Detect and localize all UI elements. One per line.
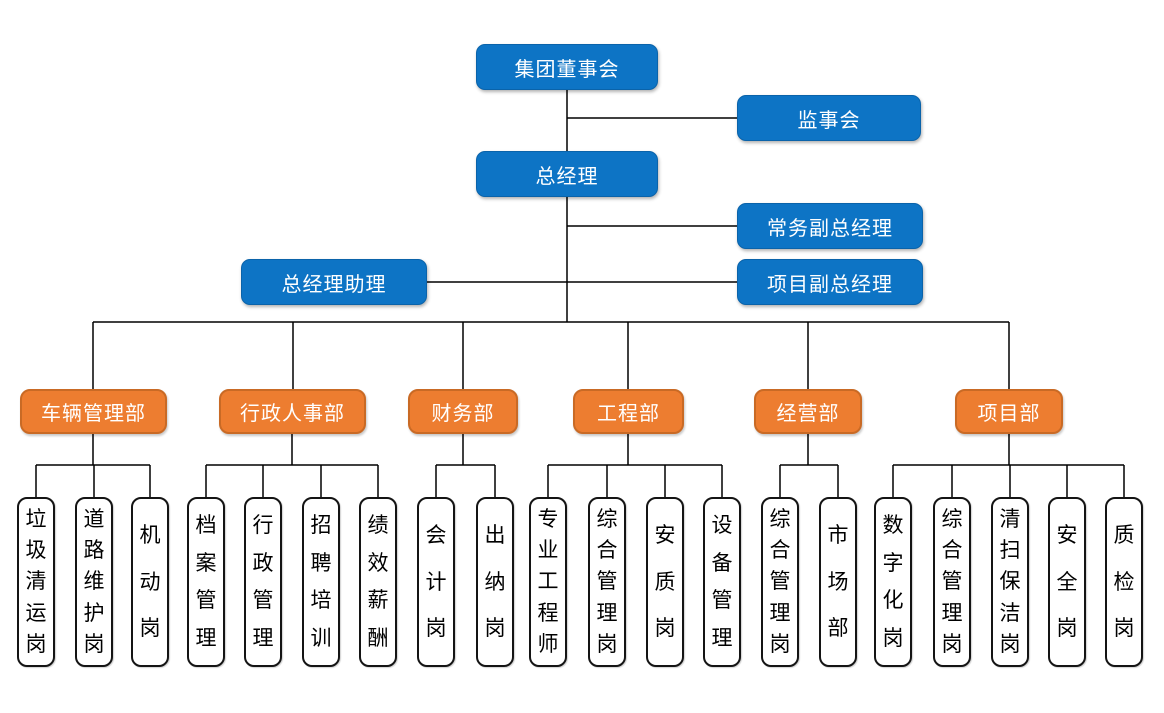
node-dept-operations: 经营部 bbox=[754, 389, 862, 434]
position-node: 安全岗 bbox=[1048, 497, 1086, 667]
position-label: 道路维护岗 bbox=[83, 508, 105, 656]
position-node: 质检岗 bbox=[1105, 497, 1143, 667]
position-label: 专业工程师 bbox=[537, 508, 559, 656]
node-general-manager: 总经理 bbox=[476, 151, 658, 197]
node-executive-deputy-gm: 常务副总经理 bbox=[737, 203, 923, 249]
position-label: 绩效薪酬 bbox=[367, 514, 389, 650]
position-node: 市场部 bbox=[819, 497, 857, 667]
position-label: 机动岗 bbox=[139, 523, 161, 641]
position-node: 清扫保洁岗 bbox=[991, 497, 1029, 667]
node-gm-assistant: 总经理助理 bbox=[241, 259, 427, 305]
position-label: 出纳岗 bbox=[484, 523, 506, 641]
node-dept-finance: 财务部 bbox=[408, 389, 518, 434]
node-dept-project: 项目部 bbox=[955, 389, 1063, 434]
position-node: 绩效薪酬 bbox=[359, 497, 397, 667]
position-node: 数字化岗 bbox=[874, 497, 912, 667]
position-node: 机动岗 bbox=[131, 497, 169, 667]
node-supervisory-board: 监事会 bbox=[737, 95, 921, 141]
position-node: 综合管理岗 bbox=[588, 497, 626, 667]
position-node: 出纳岗 bbox=[476, 497, 514, 667]
node-project-deputy-gm: 项目副总经理 bbox=[737, 259, 923, 305]
position-label: 安质岗 bbox=[654, 523, 676, 641]
position-label: 综合管理岗 bbox=[596, 508, 618, 656]
position-label: 综合管理岗 bbox=[769, 508, 791, 656]
position-label: 综合管理岗 bbox=[941, 508, 963, 656]
position-node: 道路维护岗 bbox=[75, 497, 113, 667]
connector-line-group bbox=[35, 90, 1125, 497]
position-node: 招聘培训 bbox=[302, 497, 340, 667]
position-label: 行政管理 bbox=[252, 514, 274, 650]
node-dept-engineering: 工程部 bbox=[573, 389, 684, 434]
position-label: 质检岗 bbox=[1113, 523, 1135, 641]
position-label: 数字化岗 bbox=[882, 514, 904, 650]
position-node: 档案管理 bbox=[187, 497, 225, 667]
position-label: 招聘培训 bbox=[310, 514, 332, 650]
position-node: 综合管理岗 bbox=[761, 497, 799, 667]
position-label: 垃圾清运岗 bbox=[25, 508, 47, 656]
position-node: 会计岗 bbox=[417, 497, 455, 667]
position-label: 设备管理 bbox=[711, 514, 733, 650]
position-node: 行政管理 bbox=[244, 497, 282, 667]
position-label: 档案管理 bbox=[195, 514, 217, 650]
position-node: 安质岗 bbox=[646, 497, 684, 667]
position-label: 安全岗 bbox=[1056, 523, 1078, 641]
position-label: 清扫保洁岗 bbox=[999, 508, 1021, 656]
position-node: 设备管理 bbox=[703, 497, 741, 667]
position-node: 专业工程师 bbox=[529, 497, 567, 667]
position-node: 综合管理岗 bbox=[933, 497, 971, 667]
node-dept-admin-hr: 行政人事部 bbox=[219, 389, 366, 434]
position-label: 会计岗 bbox=[425, 523, 447, 641]
node-board: 集团董事会 bbox=[476, 44, 658, 90]
position-node: 垃圾清运岗 bbox=[17, 497, 55, 667]
node-dept-vehicle-management: 车辆管理部 bbox=[20, 389, 167, 434]
position-label: 市场部 bbox=[827, 523, 849, 641]
